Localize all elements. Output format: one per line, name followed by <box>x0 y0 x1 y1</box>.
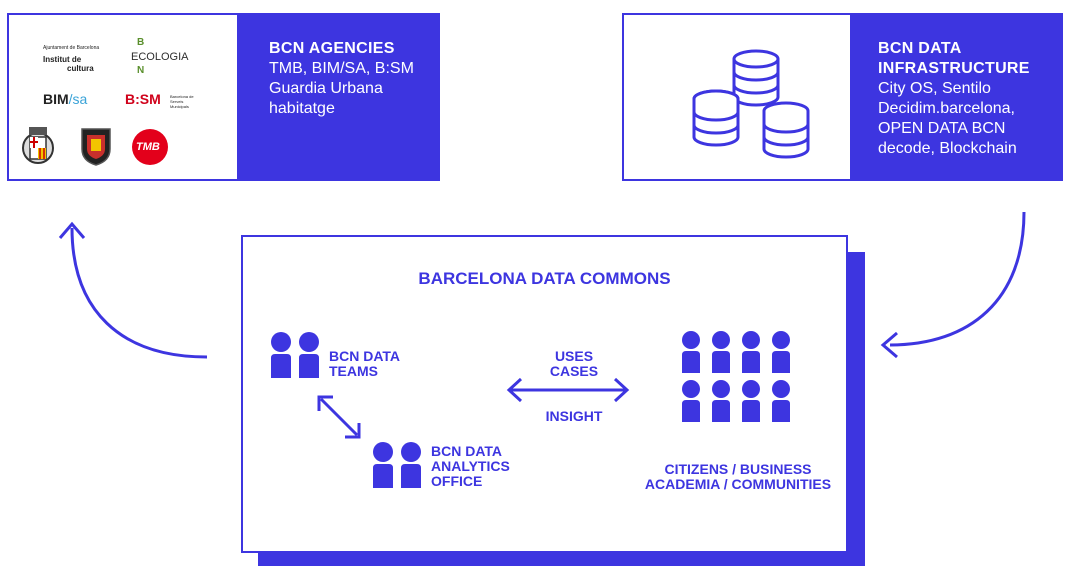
agency-logos: Ajuntament de Barcelona Institut de cult… <box>9 15 237 179</box>
ecologia-n: N <box>137 65 145 76</box>
people-row-2 <box>682 380 790 422</box>
citizens-line-1: CITIZENS / BUSINESS <box>664 461 812 477</box>
uses-line-2: CASES <box>549 363 599 379</box>
agencies-line-3: habitatge <box>269 100 335 117</box>
uses-line-1: USES <box>554 348 594 364</box>
database-stack-icon <box>692 49 810 159</box>
barcelona-crest-icon <box>22 127 54 164</box>
citizens-label: CITIZENS / BUSINESS ACADEMIA / COMMUNITI… <box>623 462 853 492</box>
citizens-line-2: ACADEMIA / COMMUNITIES <box>644 476 832 492</box>
uses-cases-label: USES CASES <box>533 349 615 379</box>
infra-line-2: Decidim.barcelona, <box>878 100 1015 117</box>
db-left <box>692 89 740 147</box>
infra-title-1: BCN DATA <box>878 40 962 57</box>
cultura-logo-text: cultura <box>67 64 94 73</box>
agencies-line-2: Guardia Urbana <box>269 80 383 97</box>
teams-people-icon <box>271 332 319 378</box>
agencies-line-1: TMB, BIM/SA, B:SM <box>269 60 414 77</box>
infra-line-3: OPEN DATA BCN <box>878 120 1006 137</box>
tmb-logo-text: TMB <box>136 141 160 153</box>
commons-panel: BARCELONA DATA COMMONS BCN DATA TEAMS BC… <box>241 235 848 553</box>
bsm-logo-text: B:SM <box>125 91 161 107</box>
agencies-title: BCN AGENCIES <box>269 40 395 57</box>
db-top <box>732 49 780 107</box>
citizens-people-icon <box>682 331 790 422</box>
bim-logo-text: BIM/sa <box>43 91 87 107</box>
teams-line-2: TEAMS <box>329 363 378 379</box>
teams-label: BCN DATA TEAMS <box>329 349 400 379</box>
arrow-head-up <box>58 221 86 239</box>
commons-title: BARCELONA DATA COMMONS <box>418 269 671 288</box>
institut-logo-text: Institut de <box>43 55 82 64</box>
analytics-line-3: OFFICE <box>431 473 483 489</box>
bim-text: BIM <box>43 91 69 107</box>
analytics-label: BCN DATA ANALYTICS OFFICE <box>431 444 510 489</box>
ecologia-logo-text: ECOLOGIA <box>131 51 189 63</box>
infrastructure-panel: BCN DATA INFRASTRUCTURE City OS, Sentilo… <box>622 13 1063 181</box>
people-row-1 <box>682 331 790 373</box>
db-right <box>762 101 810 159</box>
ecologia-b: B <box>137 37 145 48</box>
teams-analytics-arrow <box>317 395 361 439</box>
ajuntament-logo-text: Ajuntament de Barcelona <box>43 45 100 51</box>
tmb-logo-icon <box>132 129 168 165</box>
agencies-info: BCN AGENCIES TMB, BIM/SA, B:SM Guardia U… <box>237 15 438 179</box>
insight-label: INSIGHT <box>545 408 603 424</box>
analytics-line-2: ANALYTICS <box>431 458 510 474</box>
bsm-small-text: Barcelona de Serveis Municipals <box>170 94 194 109</box>
infrastructure-info: BCN DATA INFRASTRUCTURE City OS, Sentilo… <box>850 15 1061 179</box>
analytics-people-icon <box>373 442 421 488</box>
infra-line-4: decode, Blockchain <box>878 140 1017 157</box>
guardia-urbana-badge-icon <box>81 128 111 166</box>
agencies-panel: Ajuntament de Barcelona Institut de cult… <box>7 13 440 181</box>
uses-insight-arrow <box>506 377 630 403</box>
arrow-infra-to-commons <box>889 211 1026 347</box>
arrow-head-left <box>880 331 898 359</box>
infra-line-1: City OS, Sentilo <box>878 80 991 97</box>
arrow-commons-to-agencies <box>70 227 208 359</box>
infra-title-2: INFRASTRUCTURE <box>878 60 1030 77</box>
teams-line-1: BCN DATA <box>329 348 401 364</box>
analytics-line-1: BCN DATA <box>431 443 503 459</box>
sa-text: /sa <box>68 91 88 107</box>
